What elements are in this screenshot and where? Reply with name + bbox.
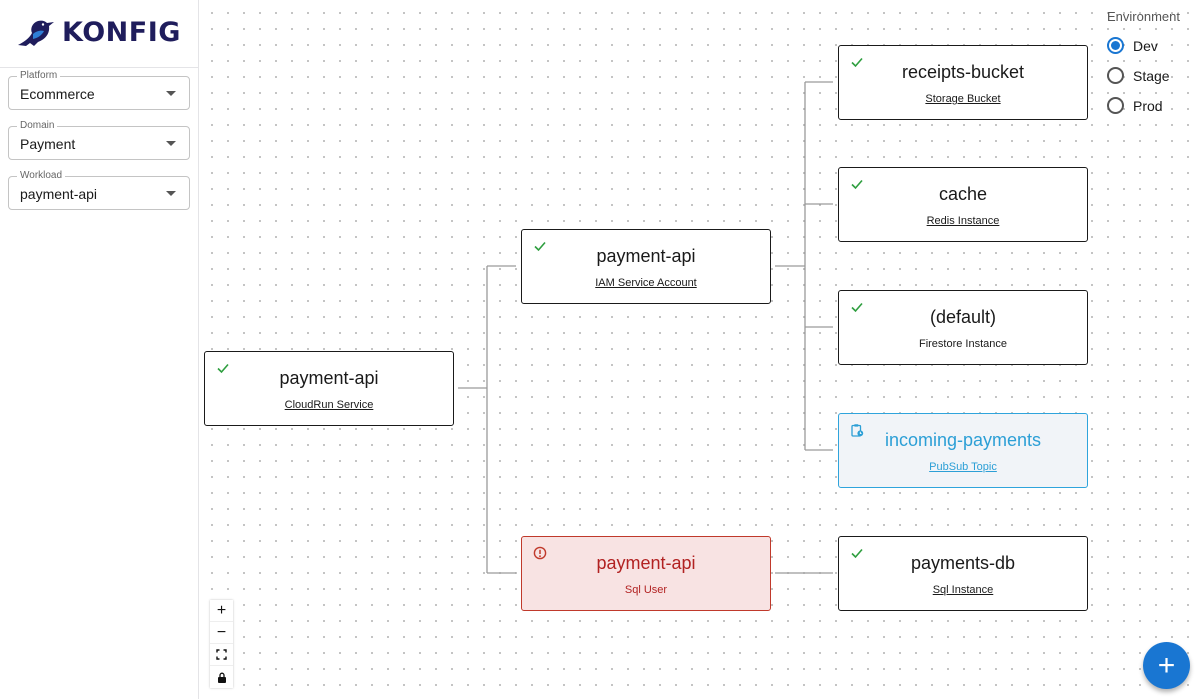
lock-icon <box>217 672 226 683</box>
check-icon <box>851 302 863 313</box>
radio-selected-icon[interactable] <box>1107 37 1124 54</box>
node-type-link[interactable]: Storage Bucket <box>925 93 1001 105</box>
error-icon <box>533 546 547 560</box>
domain-select[interactable]: Domain Payment <box>8 120 190 160</box>
brand-name: KONFIG <box>62 16 181 48</box>
dropdown-arrow-icon <box>166 191 176 196</box>
node-title: cache <box>938 184 988 204</box>
node-type-link[interactable]: CloudRun Service <box>284 399 374 411</box>
add-resource-button[interactable]: + <box>1143 642 1190 689</box>
radio-icon[interactable] <box>1107 97 1124 114</box>
env-option-label: Prod <box>1133 97 1163 114</box>
environment-selector: Environment Dev Stage Prod <box>1107 9 1180 123</box>
node-redis-instance[interactable]: cache Redis Instance <box>838 167 1088 242</box>
check-icon <box>534 241 546 252</box>
env-option-label: Dev <box>1133 37 1158 54</box>
workload-select[interactable]: Workload payment-api <box>8 170 190 210</box>
node-iam-service-account[interactable]: payment-api IAM Service Account <box>521 229 771 304</box>
sidebar: KONFIG Platform Ecommerce Domain Payment… <box>0 0 199 699</box>
check-icon <box>851 548 863 559</box>
env-option-dev[interactable]: Dev <box>1107 28 1180 63</box>
node-title: payments-db <box>910 553 1016 573</box>
node-type-link[interactable]: PubSub Topic <box>929 461 997 473</box>
check-icon <box>851 57 863 68</box>
workload-value: payment-api <box>20 186 98 202</box>
platform-select[interactable]: Platform Ecommerce <box>8 70 190 110</box>
node-type: Firestore Instance <box>918 338 1008 350</box>
node-pubsub-topic[interactable]: incoming-payments PubSub Topic <box>838 413 1088 488</box>
node-title: payment-api <box>596 553 696 573</box>
lock-button[interactable] <box>210 666 233 688</box>
environment-title: Environment <box>1107 9 1180 24</box>
graph-controls: + − <box>210 600 233 688</box>
radio-icon[interactable] <box>1107 67 1124 84</box>
bird-icon <box>18 20 54 46</box>
node-type: Sql User <box>624 584 668 596</box>
zoom-in-button[interactable]: + <box>210 600 233 622</box>
env-option-stage[interactable]: Stage <box>1107 58 1180 93</box>
dropdown-arrow-icon <box>166 141 176 146</box>
node-type-link[interactable]: Sql Instance <box>932 584 994 596</box>
divider <box>0 67 199 68</box>
env-option-label: Stage <box>1133 67 1170 84</box>
node-title: receipts-bucket <box>901 62 1025 82</box>
dropdown-arrow-icon <box>166 91 176 96</box>
fit-view-icon <box>216 649 227 660</box>
konfig-logo: KONFIG <box>16 14 181 50</box>
node-firestore-instance[interactable]: (default) Firestore Instance <box>838 290 1088 365</box>
clipboard-clock-icon <box>851 424 864 437</box>
platform-label: Platform <box>17 70 61 82</box>
check-icon <box>851 179 863 190</box>
check-icon <box>217 363 229 374</box>
node-type-link[interactable]: IAM Service Account <box>595 277 697 289</box>
node-storage-bucket[interactable]: receipts-bucket Storage Bucket <box>838 45 1088 120</box>
zoom-out-button[interactable]: − <box>210 622 233 644</box>
graph-edges <box>458 81 833 574</box>
node-sql-instance[interactable]: payments-db Sql Instance <box>838 536 1088 611</box>
node-title: payment-api <box>596 246 696 266</box>
env-option-prod[interactable]: Prod <box>1107 88 1180 123</box>
domain-value: Payment <box>20 136 76 152</box>
node-sql-user[interactable]: payment-api Sql User <box>521 536 771 611</box>
node-type-link[interactable]: Redis Instance <box>926 215 1000 227</box>
domain-label: Domain <box>17 120 58 132</box>
node-title: incoming-payments <box>884 430 1042 450</box>
node-cloudrun-service[interactable]: payment-api CloudRun Service <box>204 351 454 426</box>
platform-value: Ecommerce <box>20 86 95 102</box>
node-title: payment-api <box>279 368 379 388</box>
fit-view-button[interactable] <box>210 644 233 666</box>
workload-label: Workload <box>17 170 66 182</box>
node-title: (default) <box>929 307 997 327</box>
